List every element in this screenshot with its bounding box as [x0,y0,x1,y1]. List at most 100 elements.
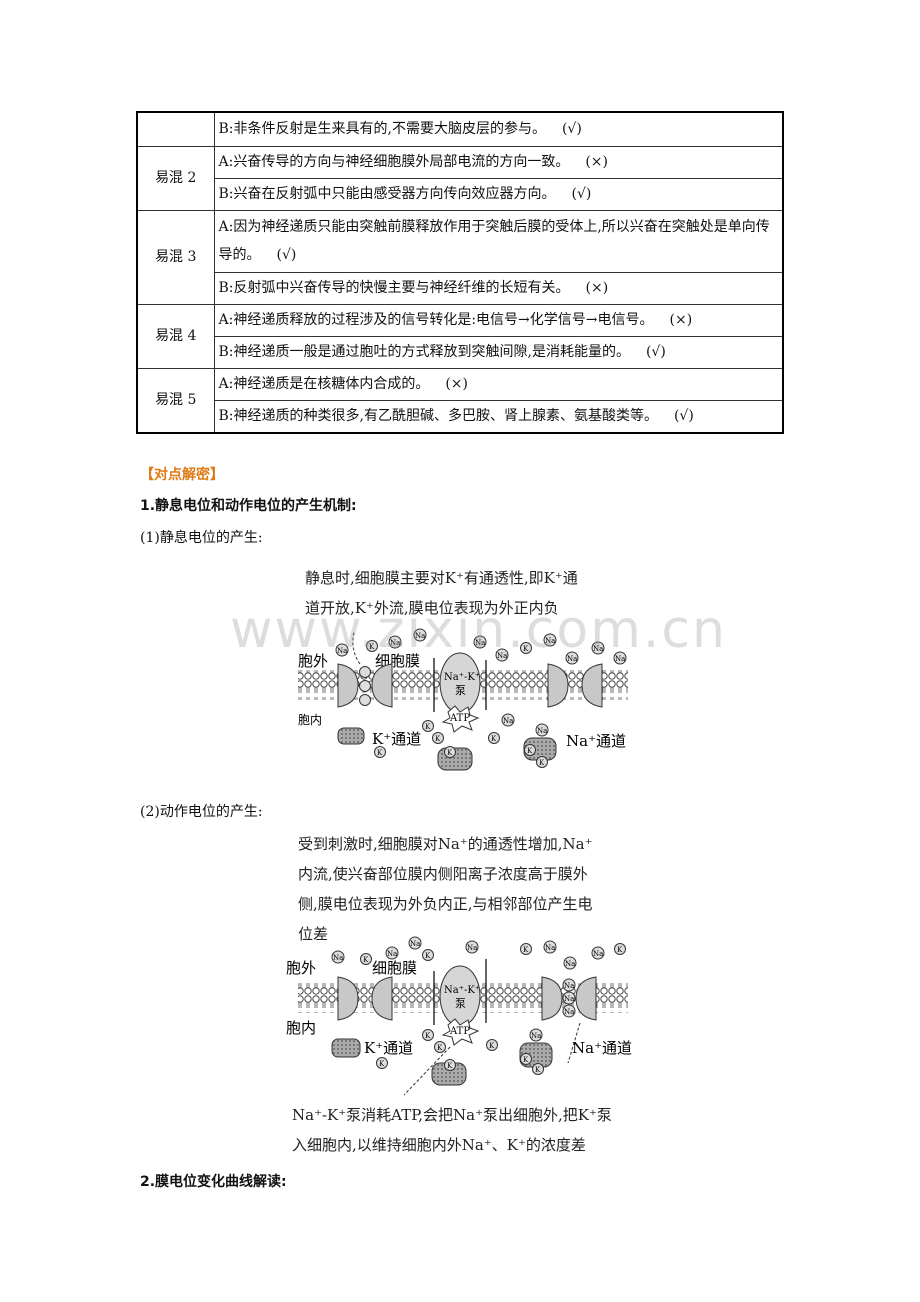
caption-line: 受到刺激时,细胞膜对Na⁺的通透性增加,Na⁺ [298,835,593,853]
svg-text:Na: Na [593,645,603,653]
svg-text:Na: Na [531,1032,541,1040]
judgment-mark: (×) [669,312,693,328]
svg-text:Na: Na [387,950,397,958]
label-membrane: 细胞膜 [372,959,417,977]
k-ion [359,680,371,692]
statement-cell: A:神经递质释放的过程涉及的信号转化是:电信号→化学信号→电信号。 (×) [213,303,784,337]
k-ion [359,666,371,678]
caption-line: 道开放,K⁺外流,膜电位表现为外正内负 [305,599,559,617]
ions-outside: Na K Na Na K Na K Na Na Na K [331,936,626,970]
pump-out-arrow [403,1046,451,1096]
table-row: B:神经递质一般是通过胞吐的方式释放到突触间隙,是消耗能量的。 (√) [137,335,784,369]
statement-text: B:反射弧中兴奋传导的快慢主要与神经纤维的长短有关。 [218,280,570,296]
section-tag: 【对点解密】 [140,467,224,483]
judgment-mark: (√) [571,186,592,202]
svg-text:K: K [425,1032,431,1040]
heading-mechanism: 1.静息电位和动作电位的产生机制: [140,498,357,514]
efflux-arrow [352,631,361,665]
statement-cell: A:因为神经递质只能由突触前膜释放作用于突触后膜的受体上,所以兴奋在突触处是单向… [213,209,784,273]
na-k-pump [439,652,481,714]
caption-line: 内流,使兴奋部位膜内侧阳离子浓度高于膜外 [298,865,588,883]
svg-text:K: K [491,735,497,743]
svg-text:K: K [425,723,431,731]
caption-line: 位差 [298,925,329,943]
statement-text: B:神经递质一般是通过胞吐的方式释放到突触间隙,是消耗能量的。 [218,344,630,360]
pump-label: Na⁺-K⁺ [444,672,480,683]
judgment-mark: (×) [585,154,608,170]
judgment-mark: (√) [561,121,582,138]
watermark: www.zixin.com.cn [230,600,727,660]
caption-line: 入细胞内,以维持细胞内外Na⁺、K⁺的浓度差 [292,1136,586,1154]
k-channel-protein [337,663,359,708]
judgment-mark: (×) [585,280,609,296]
svg-text:K: K [435,735,441,743]
row-label [136,111,215,147]
svg-text:Na: Na [615,655,625,663]
svg-text:Na: Na [564,982,574,990]
na-channel-protein [581,663,603,708]
svg-text:K: K [369,643,375,651]
table-row: B:兴奋在反射弧中只能由感受器方向传向效应器方向。(√) [137,177,784,211]
svg-text:Na: Na [337,647,347,655]
label-na-channel: Na⁺通道 [572,1039,632,1057]
table-row: 易混 3 A:因为神经递质只能由突触前膜释放作用于突触后膜的受体上,所以兴奋在突… [136,209,784,305]
row-label: 易混 2 [136,145,215,211]
na-influx-ions: Na Na Na [562,978,576,1018]
svg-text:K: K [617,946,623,954]
svg-text:K: K [377,749,383,757]
svg-text:Na: Na [537,727,547,735]
svg-text:K: K [447,749,453,757]
label-k-channel: K⁺通道 [372,730,421,748]
svg-text:K: K [535,1066,541,1074]
svg-text:K: K [523,645,529,653]
resting-potential-diagram: 胞外 细胞膜 胞内 Na⁺-K⁺ 泵 ATP Na K Na Na Na Na … [298,628,628,771]
label-inside: 胞内 [286,1019,316,1037]
atp-burst [441,705,480,733]
svg-text:Na: Na [390,639,400,647]
statement-cell: B:非条件反射是生来具有的,不需要大脑皮层的参与。 (√) [213,111,784,147]
svg-text:Na: Na [564,995,574,1003]
row-label: 易混 5 [136,367,215,434]
na-channel-protein [547,663,569,708]
ions-inside: K K K K Na K Na K K [337,713,557,771]
pump-label: 泵 [455,997,466,1010]
caption-line: 侧,膜电位表现为外负内正,与相邻部位产生电 [298,895,593,913]
svg-text:K: K [437,1044,443,1052]
svg-text:Na: Na [497,652,507,660]
table-row: 易混 2 A:兴奋传导的方向与神经细胞膜外局部电流的方向一致。 (×) [136,145,784,211]
label-inside: 胞内 [298,713,322,727]
svg-text:Na: Na [415,632,425,640]
statement-text: A:神经递质是在核糖体内合成的。 [218,376,430,392]
confusion-table: B:非条件反射是生来具有的,不需要大脑皮层的参与。 (√) 易混 2 A:兴奋传导… [136,111,784,434]
ions-outside: Na K Na Na Na Na K Na Na Na Na [335,628,627,665]
subheading-resting: (1)静息电位的产生: [140,530,263,546]
statement-cell: B:反射弧中兴奋传导的快慢主要与神经纤维的长短有关。 (×) [213,271,784,305]
statement-text: B:非条件反射是生来具有的,不需要大脑皮层的参与。 [218,121,546,138]
svg-text:K: K [425,952,431,960]
judgment-mark: (√) [645,344,666,360]
statement-text: A:神经递质释放的过程涉及的信号转化是:电信号→化学信号→电信号。 [218,312,654,328]
na-channel-protein [575,976,597,1021]
statement-text: A:兴奋传导的方向与神经细胞膜外局部电流的方向一致。 [218,154,570,170]
svg-text:K: K [489,1042,495,1050]
svg-text:Na: Na [410,940,420,948]
svg-text:K: K [527,747,533,755]
fig1-caption: 静息时,细胞膜主要对K⁺有通透性,即K⁺通 道开放,K⁺外流,膜电位表现为外正内… [305,563,635,623]
heading-curve: 2.膜电位变化曲线解读: [140,1174,287,1190]
svg-text:Na: Na [564,1008,574,1016]
svg-text:Na: Na [565,960,575,968]
svg-text:Na: Na [567,655,577,663]
statement-text: B:神经递质的种类很多,有乙酰胆碱、多巴胺、肾上腺素、氨基酸类等。 [218,408,658,425]
k-ion [359,694,371,706]
svg-text:Na: Na [467,944,477,952]
judgment-mark: (√) [673,408,694,425]
caption-line: Na⁺-K⁺泵消耗ATP,会把Na⁺泵出细胞外,把K⁺泵 [292,1106,612,1124]
table-row: B:反射弧中兴奋传导的快慢主要与神经纤维的长短有关。 (×) [137,271,784,305]
svg-text:K: K [523,1056,529,1064]
svg-text:Na: Na [503,717,513,725]
pump-label: 泵 [455,684,466,697]
svg-text:Na: Na [545,637,555,645]
svg-text:Na: Na [475,639,485,647]
statement-cell: A:兴奋传导的方向与神经细胞膜外局部电流的方向一致。 (×) [213,145,784,179]
table-row: 易混 4 A:神经递质释放的过程涉及的信号转化是:电信号→化学信号→电信号。(×… [136,303,784,369]
